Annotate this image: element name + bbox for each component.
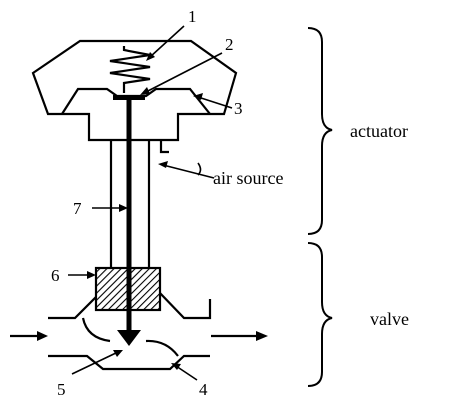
valve-body-lower	[48, 354, 210, 371]
actuator-housing	[31, 39, 238, 142]
diaphragm-chamber	[61, 87, 211, 115]
leader-3	[197, 96, 233, 109]
leader-air-source	[162, 164, 215, 179]
actuator-brace	[307, 27, 333, 235]
air-source-label: air source	[213, 168, 283, 188]
leader-4	[175, 365, 198, 381]
label-2: 2	[225, 35, 234, 54]
valve-label: valve	[370, 309, 409, 329]
valve-brace	[307, 242, 333, 387]
leader-air-source-arrowhead	[158, 161, 168, 168]
label-4: 4	[199, 380, 208, 399]
air-port	[159, 140, 169, 154]
diaphragm-plate	[113, 95, 145, 100]
valve-seat-left	[81, 317, 111, 343]
leader-air-source-hook	[197, 162, 202, 176]
leader-1-arrowhead	[146, 52, 155, 61]
valve-plug	[117, 330, 141, 346]
label-5: 5	[57, 380, 66, 399]
spring	[109, 46, 151, 93]
leader-7-arrowhead	[119, 204, 128, 212]
flow-inlet-arrowhead	[37, 331, 48, 341]
flow-outlet-arrowhead	[256, 331, 268, 341]
leader-5-arrowhead	[113, 350, 123, 357]
label-7: 7	[73, 199, 82, 218]
label-6: 6	[51, 266, 60, 285]
leader-2	[143, 52, 223, 94]
valve-seat-right	[145, 339, 179, 357]
actuator-label: actuator	[350, 121, 408, 141]
leader-1	[149, 25, 185, 58]
leader-3-arrowhead	[193, 93, 203, 100]
label-1: 1	[188, 7, 197, 26]
leader-2-arrowhead	[140, 87, 150, 95]
leader-4-arrowhead	[171, 363, 181, 370]
leader-6-arrowhead	[87, 271, 96, 279]
label-3: 3	[234, 99, 243, 118]
leader-5	[71, 351, 119, 375]
